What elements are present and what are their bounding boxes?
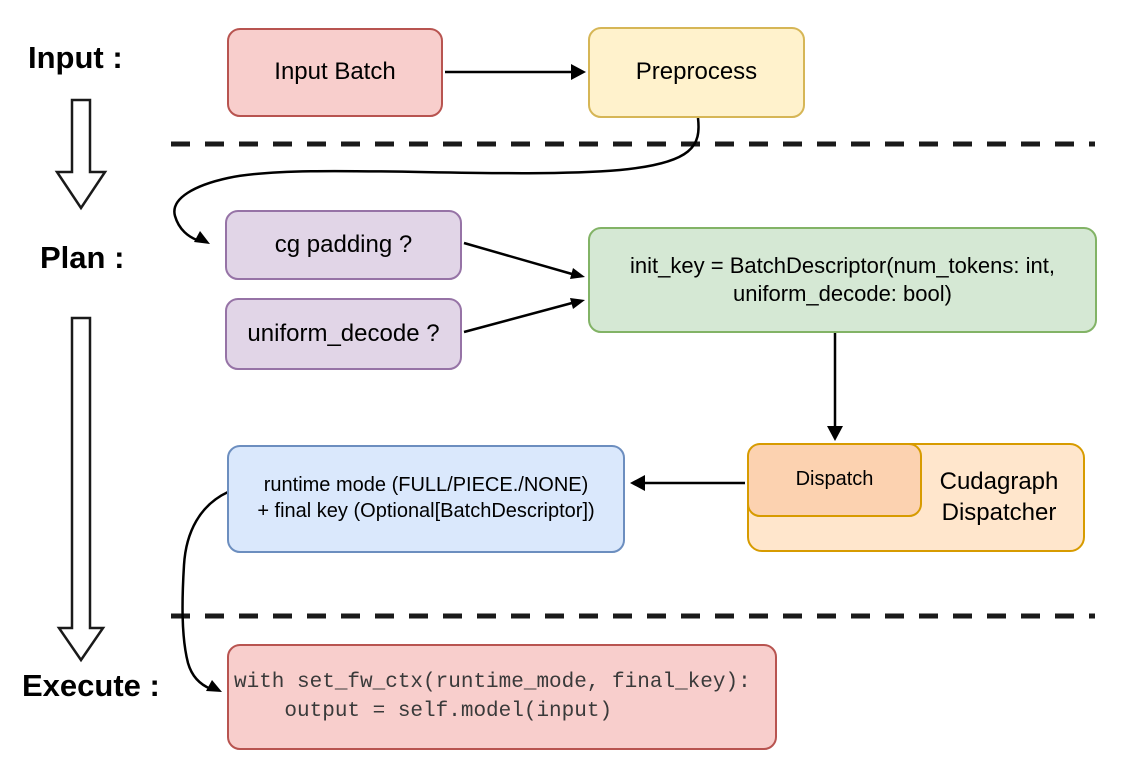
node-preprocess-label: Preprocess	[635, 58, 758, 86]
node-preprocess: Preprocess	[588, 27, 805, 118]
arrow-input-batch-to-preprocess	[445, 64, 586, 80]
cudagraph-dispatcher-label: Cudagraph Dispatcher	[939, 467, 1059, 526]
arrow-preprocess-to-cg-padding	[173, 117, 700, 244]
arrow-uniform-decode-to-init-key	[463, 298, 585, 334]
node-dispatch: Dispatch	[747, 443, 922, 517]
runtime-mode-line-1: runtime mode (FULL/PIECE./NONE)	[263, 474, 589, 497]
node-init-key: init_key = BatchDescriptor(num_tokens: i…	[588, 227, 1097, 333]
node-input-batch-label: Input Batch	[274, 58, 396, 86]
stage-label-plan: Plan :	[40, 240, 125, 275]
runtime-mode-line-2: + final key (Optional[BatchDescriptor])	[257, 500, 595, 522]
node-uniform-decode: uniform_decode ?	[225, 298, 462, 370]
hollow-arrow-plan-to-execute-icon	[56, 316, 106, 663]
dispatch-label: Dispatch	[795, 468, 874, 491]
node-uniform-decode-label: uniform_decode ?	[247, 319, 440, 347]
node-runtime-mode: runtime mode (FULL/PIECE./NONE) + final …	[227, 445, 625, 553]
stage-label-execute: Execute :	[22, 668, 160, 703]
hollow-arrow-input-to-plan-icon	[54, 98, 108, 211]
stage-label-input: Input :	[28, 40, 123, 75]
arrow-dispatch-to-runtime-mode	[630, 475, 745, 491]
init-key-line-1: init_key = BatchDescriptor(num_tokens: i…	[630, 252, 1055, 278]
arrow-init-key-to-dispatch	[827, 333, 843, 441]
node-input-batch: Input Batch	[227, 28, 443, 117]
execute-code-text: with set_fw_ctx(runtime_mode, final_key)…	[234, 670, 751, 723]
init-key-line-2: uniform_decode: bool)	[733, 281, 952, 306]
node-execute-code: with set_fw_ctx(runtime_mode, final_key)…	[227, 644, 777, 750]
arrow-cg-padding-to-init-key	[463, 241, 585, 279]
arrow-runtime-mode-to-execute-code	[181, 490, 229, 692]
node-cg-padding: cg padding ?	[225, 210, 462, 280]
node-cg-padding-label: cg padding ?	[274, 230, 413, 258]
